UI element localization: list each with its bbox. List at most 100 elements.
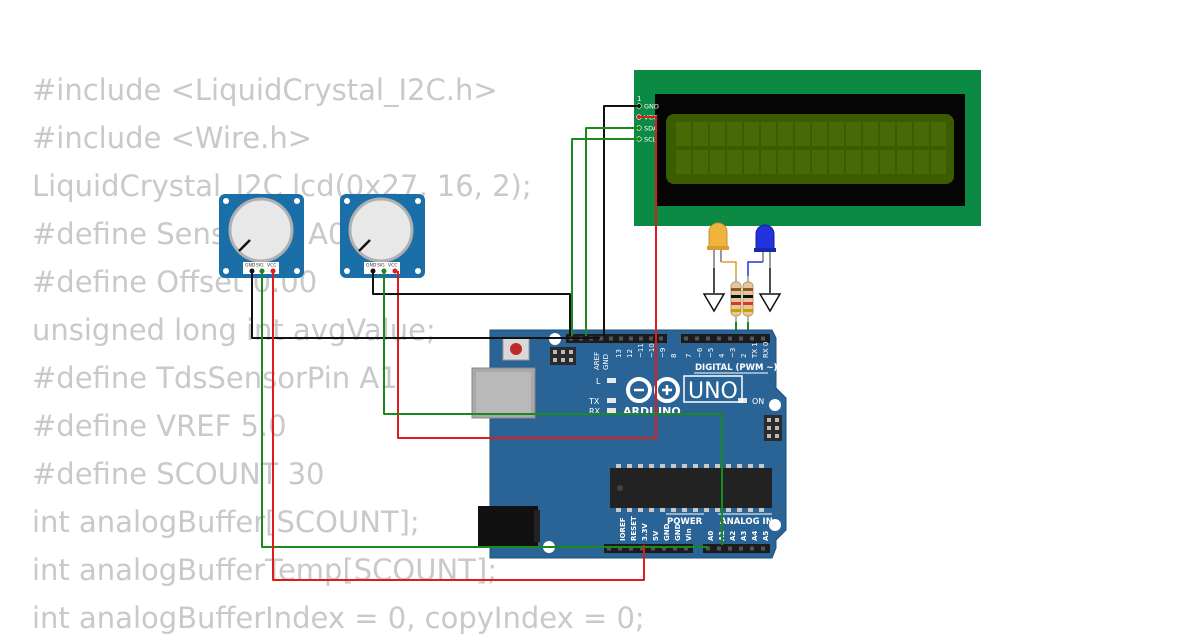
- header-socket[interactable]: [695, 336, 699, 341]
- chip-pin: [759, 508, 764, 512]
- mounting-hole: [294, 268, 300, 274]
- header-socket[interactable]: [607, 546, 611, 551]
- header-socket[interactable]: [619, 336, 623, 341]
- lcd-char-cell: [795, 122, 810, 146]
- chip-pin: [693, 508, 698, 512]
- header-socket[interactable]: [673, 546, 677, 551]
- header-socket[interactable]: [706, 336, 710, 341]
- usb-connector-face: [476, 372, 531, 414]
- power-pin-label: GND: [663, 523, 671, 541]
- wire-pot1-signal: [261, 271, 708, 548]
- header-body: [566, 334, 667, 343]
- header-socket[interactable]: [761, 546, 765, 551]
- led-blue[interactable]: [754, 224, 776, 268]
- resistor[interactable]: [730, 276, 742, 322]
- digital-pin-label: ~11: [637, 343, 645, 358]
- mounting-hole: [344, 198, 350, 204]
- potentiometer-1[interactable]: GND SIG VCC: [219, 194, 304, 278]
- led-yellow[interactable]: [707, 222, 729, 268]
- reset-button-cap[interactable]: [510, 343, 522, 355]
- lcd-char-cell: [846, 150, 861, 174]
- header-socket[interactable]: [629, 546, 633, 551]
- led-yellow-body: [708, 222, 728, 249]
- chip-pin: [726, 508, 731, 512]
- pot1-pin-gnd: GND: [245, 263, 256, 269]
- lcd-char-cell: [931, 150, 946, 174]
- chip-pin: [638, 508, 643, 512]
- power-analog-pin-header[interactable]: [604, 544, 770, 553]
- lcd-char-cell: [778, 150, 793, 174]
- lcd-char-cell: [761, 150, 776, 174]
- pot2-pin[interactable]: [392, 268, 398, 274]
- lcd-char-cell: [863, 150, 878, 174]
- lcd-char-cell: [897, 150, 912, 174]
- pot1-pin-vcc: VCC: [267, 263, 276, 269]
- dc-power-jack[interactable]: [478, 506, 538, 546]
- header-socket[interactable]: [659, 336, 663, 341]
- code-line: unsigned long int avgValue;: [32, 313, 436, 347]
- mounting-hole: [415, 198, 421, 204]
- icsp-pin: [569, 358, 573, 362]
- lcd-char-cell: [727, 122, 742, 146]
- potentiometer-knob[interactable]: [348, 197, 414, 263]
- potentiometer-knob[interactable]: [228, 197, 294, 263]
- header-socket[interactable]: [728, 546, 732, 551]
- header-socket[interactable]: [728, 336, 732, 341]
- header-socket[interactable]: [684, 546, 688, 551]
- header-socket[interactable]: [761, 336, 765, 341]
- led-on-label: ON: [752, 397, 764, 406]
- wire-pot2-gnd: [372, 271, 571, 336]
- header-body: [703, 544, 770, 553]
- potentiometer-2[interactable]: GND SIG VCC: [340, 194, 425, 278]
- header-socket[interactable]: [649, 336, 653, 341]
- chip-pin: [748, 508, 753, 512]
- led-blue-body: [755, 224, 775, 251]
- icsp-pin: [775, 418, 779, 422]
- chip-pin: [616, 464, 621, 468]
- mounting-hole: [223, 198, 229, 204]
- power-pin-label: GND: [674, 523, 682, 541]
- digital-pin-label: ~10: [648, 343, 656, 358]
- resistor[interactable]: [742, 276, 754, 322]
- header-socket[interactable]: [739, 546, 743, 551]
- chip-pin: [671, 464, 676, 468]
- digital-pin-label: 7: [685, 354, 693, 358]
- header-socket[interactable]: [717, 336, 721, 341]
- led-tx: [607, 398, 616, 403]
- header-socket[interactable]: [684, 336, 688, 341]
- mounting-hole: [344, 268, 350, 274]
- digital-pin-label: ~9: [659, 348, 667, 358]
- header-socket[interactable]: [739, 336, 743, 341]
- header-socket[interactable]: [618, 546, 622, 551]
- digital-pin-label: ~5: [707, 348, 715, 358]
- lcd-char-cell: [863, 122, 878, 146]
- lcd-char-cell: [846, 122, 861, 146]
- icsp-pin: [561, 358, 565, 362]
- chip-pin: [704, 508, 709, 512]
- wire-lcd-scl: [571, 138, 640, 336]
- header-socket[interactable]: [609, 336, 613, 341]
- lcd-char-cell: [880, 122, 895, 146]
- lcd-char-cell: [829, 150, 844, 174]
- chip-pin: [660, 464, 665, 468]
- potentiometer-pointer: [238, 239, 251, 252]
- header-socket[interactable]: [639, 336, 643, 341]
- header-socket[interactable]: [640, 546, 644, 551]
- header-socket[interactable]: [717, 546, 721, 551]
- icsp-pin: [767, 426, 771, 430]
- header-socket[interactable]: [662, 546, 666, 551]
- lcd-char-cell: [676, 150, 691, 174]
- lcd-char-cell: [812, 150, 827, 174]
- chip-pin: [715, 508, 720, 512]
- header-socket[interactable]: [750, 546, 754, 551]
- led-rx: [607, 408, 616, 413]
- header-socket[interactable]: [706, 546, 710, 551]
- header-socket[interactable]: [651, 546, 655, 551]
- header-socket[interactable]: [629, 336, 633, 341]
- lcd-char-cell: [880, 150, 895, 174]
- header-socket[interactable]: [599, 336, 603, 341]
- header-socket[interactable]: [750, 336, 754, 341]
